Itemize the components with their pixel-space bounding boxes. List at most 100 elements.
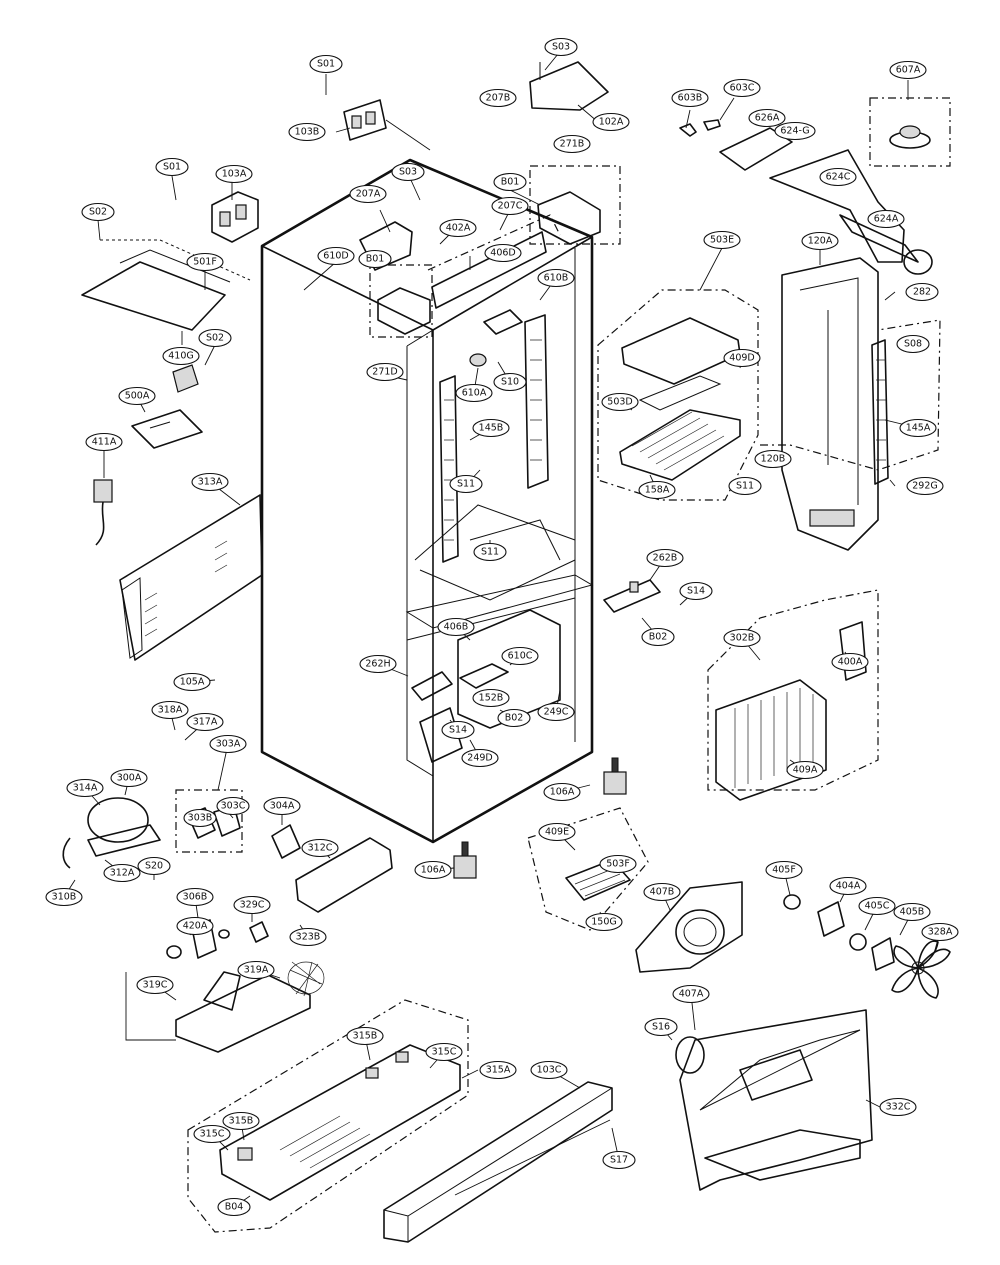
callout-624C: 624C <box>819 167 857 187</box>
callout-271B: 271B <box>553 134 591 154</box>
callout-319A: 319A <box>237 960 275 980</box>
callout-610B: 610B <box>537 268 575 288</box>
callout-text: 406B <box>444 622 469 633</box>
callout-text: 318A <box>158 705 183 716</box>
callout-text: 315C <box>432 1047 457 1058</box>
callout-text: 313A <box>198 477 223 488</box>
callout-text: 610B <box>544 273 569 284</box>
callout-323B: 323B <box>289 927 327 947</box>
top-hinge-left <box>359 221 433 338</box>
callout-text: S17 <box>610 1155 628 1166</box>
callout-text: 102A <box>599 117 624 128</box>
callout-text: S14 <box>449 725 467 736</box>
callout-332C: 332C <box>879 1097 917 1117</box>
callout-text: S02 <box>89 207 107 218</box>
callout-315B: 315B <box>222 1111 260 1131</box>
callout-106A: 106A <box>414 860 452 880</box>
callout-text: 103A <box>222 169 247 180</box>
callout-text: 300A <box>117 773 142 784</box>
callout-328A: 328A <box>921 922 959 942</box>
duct-120a <box>760 257 941 551</box>
callout-106A: 106A <box>543 782 581 802</box>
callout-249D: 249D <box>461 748 499 768</box>
callout-405B: 405B <box>893 902 931 922</box>
callout-S08: S08 <box>896 334 930 354</box>
callout-S11: S11 <box>728 476 762 496</box>
callout-B01: B01 <box>493 172 527 192</box>
callout-text: 409E <box>545 827 569 838</box>
callout-text: 319C <box>143 980 168 991</box>
callout-409E: 409E <box>538 822 576 842</box>
rail-145b <box>439 375 459 563</box>
callout-306B: 306B <box>176 887 214 907</box>
callout-103C: 103C <box>530 1060 568 1080</box>
callout-400A: 400A <box>831 652 869 672</box>
callout-text: 303C <box>221 801 246 812</box>
callout-text: 292G <box>912 481 938 492</box>
callout-S11: S11 <box>473 542 507 562</box>
callout-249C: 249C <box>537 702 575 722</box>
callout-text: 312C <box>308 843 333 854</box>
callout-text: 120A <box>808 236 833 247</box>
callout-text: S14 <box>687 586 705 597</box>
part-312c <box>295 837 393 913</box>
callout-S20: S20 <box>137 856 171 876</box>
callout-text: 145A <box>906 423 931 434</box>
callout-S02: S02 <box>81 202 115 222</box>
callout-624A: 624A <box>867 209 905 229</box>
cover-501f <box>81 239 251 331</box>
lower-compartment <box>419 609 561 763</box>
bracket-103b <box>343 99 431 151</box>
callout-404A: 404A <box>829 876 867 896</box>
callout-102A: 102A <box>592 112 630 132</box>
callout-503E: 503E <box>703 230 741 250</box>
callout-text: 404A <box>836 881 861 892</box>
callout-text: 152B <box>479 693 504 704</box>
callout-text: B01 <box>501 177 520 188</box>
callout-text: 262B <box>653 553 678 564</box>
callout-text: 409D <box>729 353 754 364</box>
callout-text: 400A <box>838 657 863 668</box>
callout-text: 312A <box>110 868 135 879</box>
callout-text: 328A <box>928 927 953 938</box>
callout-text: 249C <box>544 707 569 718</box>
callout-103A: 103A <box>215 164 253 184</box>
callout-315B: 315B <box>346 1026 384 1046</box>
callout-text: 410G <box>168 351 194 362</box>
callout-300A: 300A <box>110 768 148 788</box>
callout-158A: 158A <box>638 480 676 500</box>
callout-text: 405B <box>900 907 925 918</box>
callout-152B: 152B <box>472 688 510 708</box>
callout-302B: 302B <box>723 628 761 648</box>
callout-B04: B04 <box>217 1197 251 1217</box>
fan-blade-328a <box>891 940 951 999</box>
callout-S02: S02 <box>198 328 232 348</box>
callout-105A: 105A <box>173 672 211 692</box>
callout-text: S16 <box>652 1022 670 1033</box>
callout-B01: B01 <box>358 249 392 269</box>
callout-text: 105A <box>180 677 205 688</box>
callout-text: 406D <box>490 248 515 259</box>
callout-405C: 405C <box>858 896 896 916</box>
cabinet <box>260 158 594 844</box>
fan-motor-parts <box>783 894 895 971</box>
callout-text: S03 <box>552 42 570 53</box>
callout-text: 319A <box>244 965 269 976</box>
callout-103B: 103B <box>288 122 326 142</box>
callout-text: 607A <box>896 65 921 76</box>
bracket-103a <box>211 191 259 243</box>
callout-text: 626A <box>755 113 780 124</box>
callout-500A: 500A <box>118 386 156 406</box>
cord-411a <box>93 479 113 546</box>
callout-text: 207B <box>486 93 511 104</box>
callout-S14: S14 <box>441 720 475 740</box>
callout-text: S20 <box>145 861 163 872</box>
part-610a <box>469 309 523 367</box>
callout-315C: 315C <box>425 1042 463 1062</box>
callout-282: 282 <box>905 282 939 302</box>
callout-406D: 406D <box>484 243 522 263</box>
callout-text: 207A <box>356 189 381 200</box>
callout-318A: 318A <box>151 700 189 720</box>
callout-292G: 292G <box>906 476 944 496</box>
callout-text: 329C <box>240 900 265 911</box>
